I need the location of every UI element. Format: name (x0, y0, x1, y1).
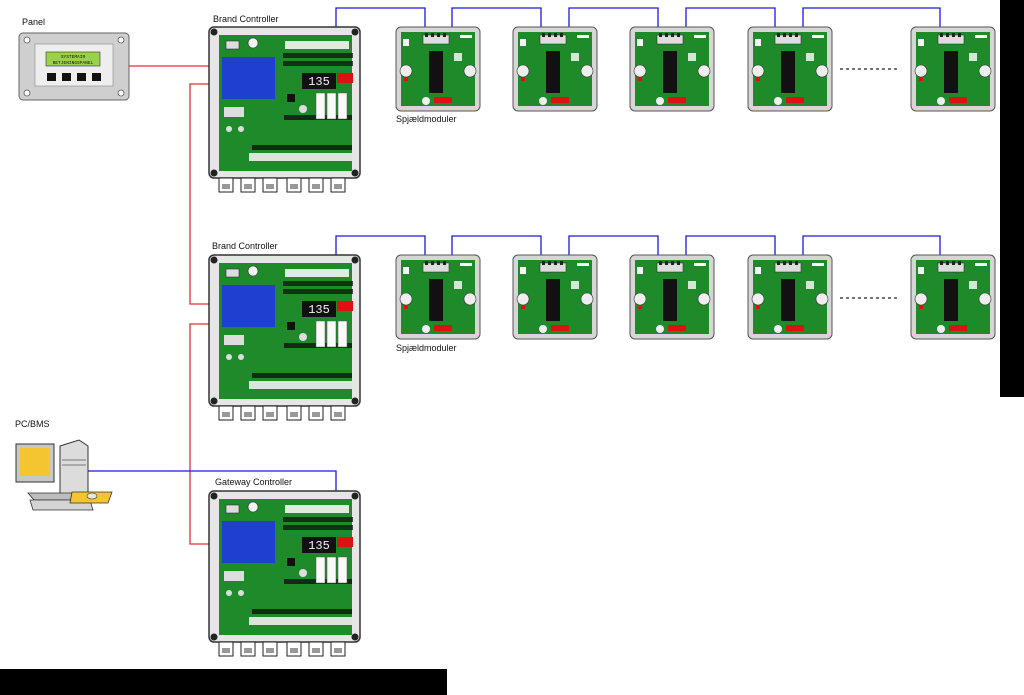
brand-controller-1 (208, 26, 361, 193)
damper-module (910, 26, 996, 112)
damper-module (747, 26, 833, 112)
panel-display-line1: SYSTEMAIR (61, 54, 86, 60)
gateway-controller-label: Gateway Controller (215, 477, 293, 487)
damper-module (629, 254, 715, 340)
continuation-dots (840, 68, 900, 299)
pc-bms-computer (15, 439, 113, 511)
brand-controller-2 (208, 254, 361, 421)
black-bar-right (1000, 0, 1024, 397)
panel-display-line2: BETJENINGSPANEL (53, 60, 94, 66)
damper-module (395, 254, 481, 340)
damper-module (395, 26, 481, 112)
damper-module (747, 254, 833, 340)
red-links (129, 65, 209, 545)
damper-modules-1-label: Spjældmoduler (396, 114, 457, 124)
damper-module (910, 254, 996, 340)
pc-bms-label: PC/BMS (15, 419, 50, 429)
damper-module (629, 26, 715, 112)
damper-module (512, 254, 598, 340)
gateway-controller (208, 490, 361, 657)
brand-controller-1-label: Brand Controller (213, 14, 279, 24)
damper-modules-2-label: Spjældmoduler (396, 343, 457, 353)
black-bar-bottom (0, 669, 447, 695)
blue-links (87, 7, 941, 491)
brand-controller-2-label: Brand Controller (212, 241, 278, 251)
damper-module (512, 26, 598, 112)
panel-label: Panel (22, 17, 46, 27)
control-panel-device: SYSTEMAIR BETJENINGSPANEL (18, 32, 130, 101)
